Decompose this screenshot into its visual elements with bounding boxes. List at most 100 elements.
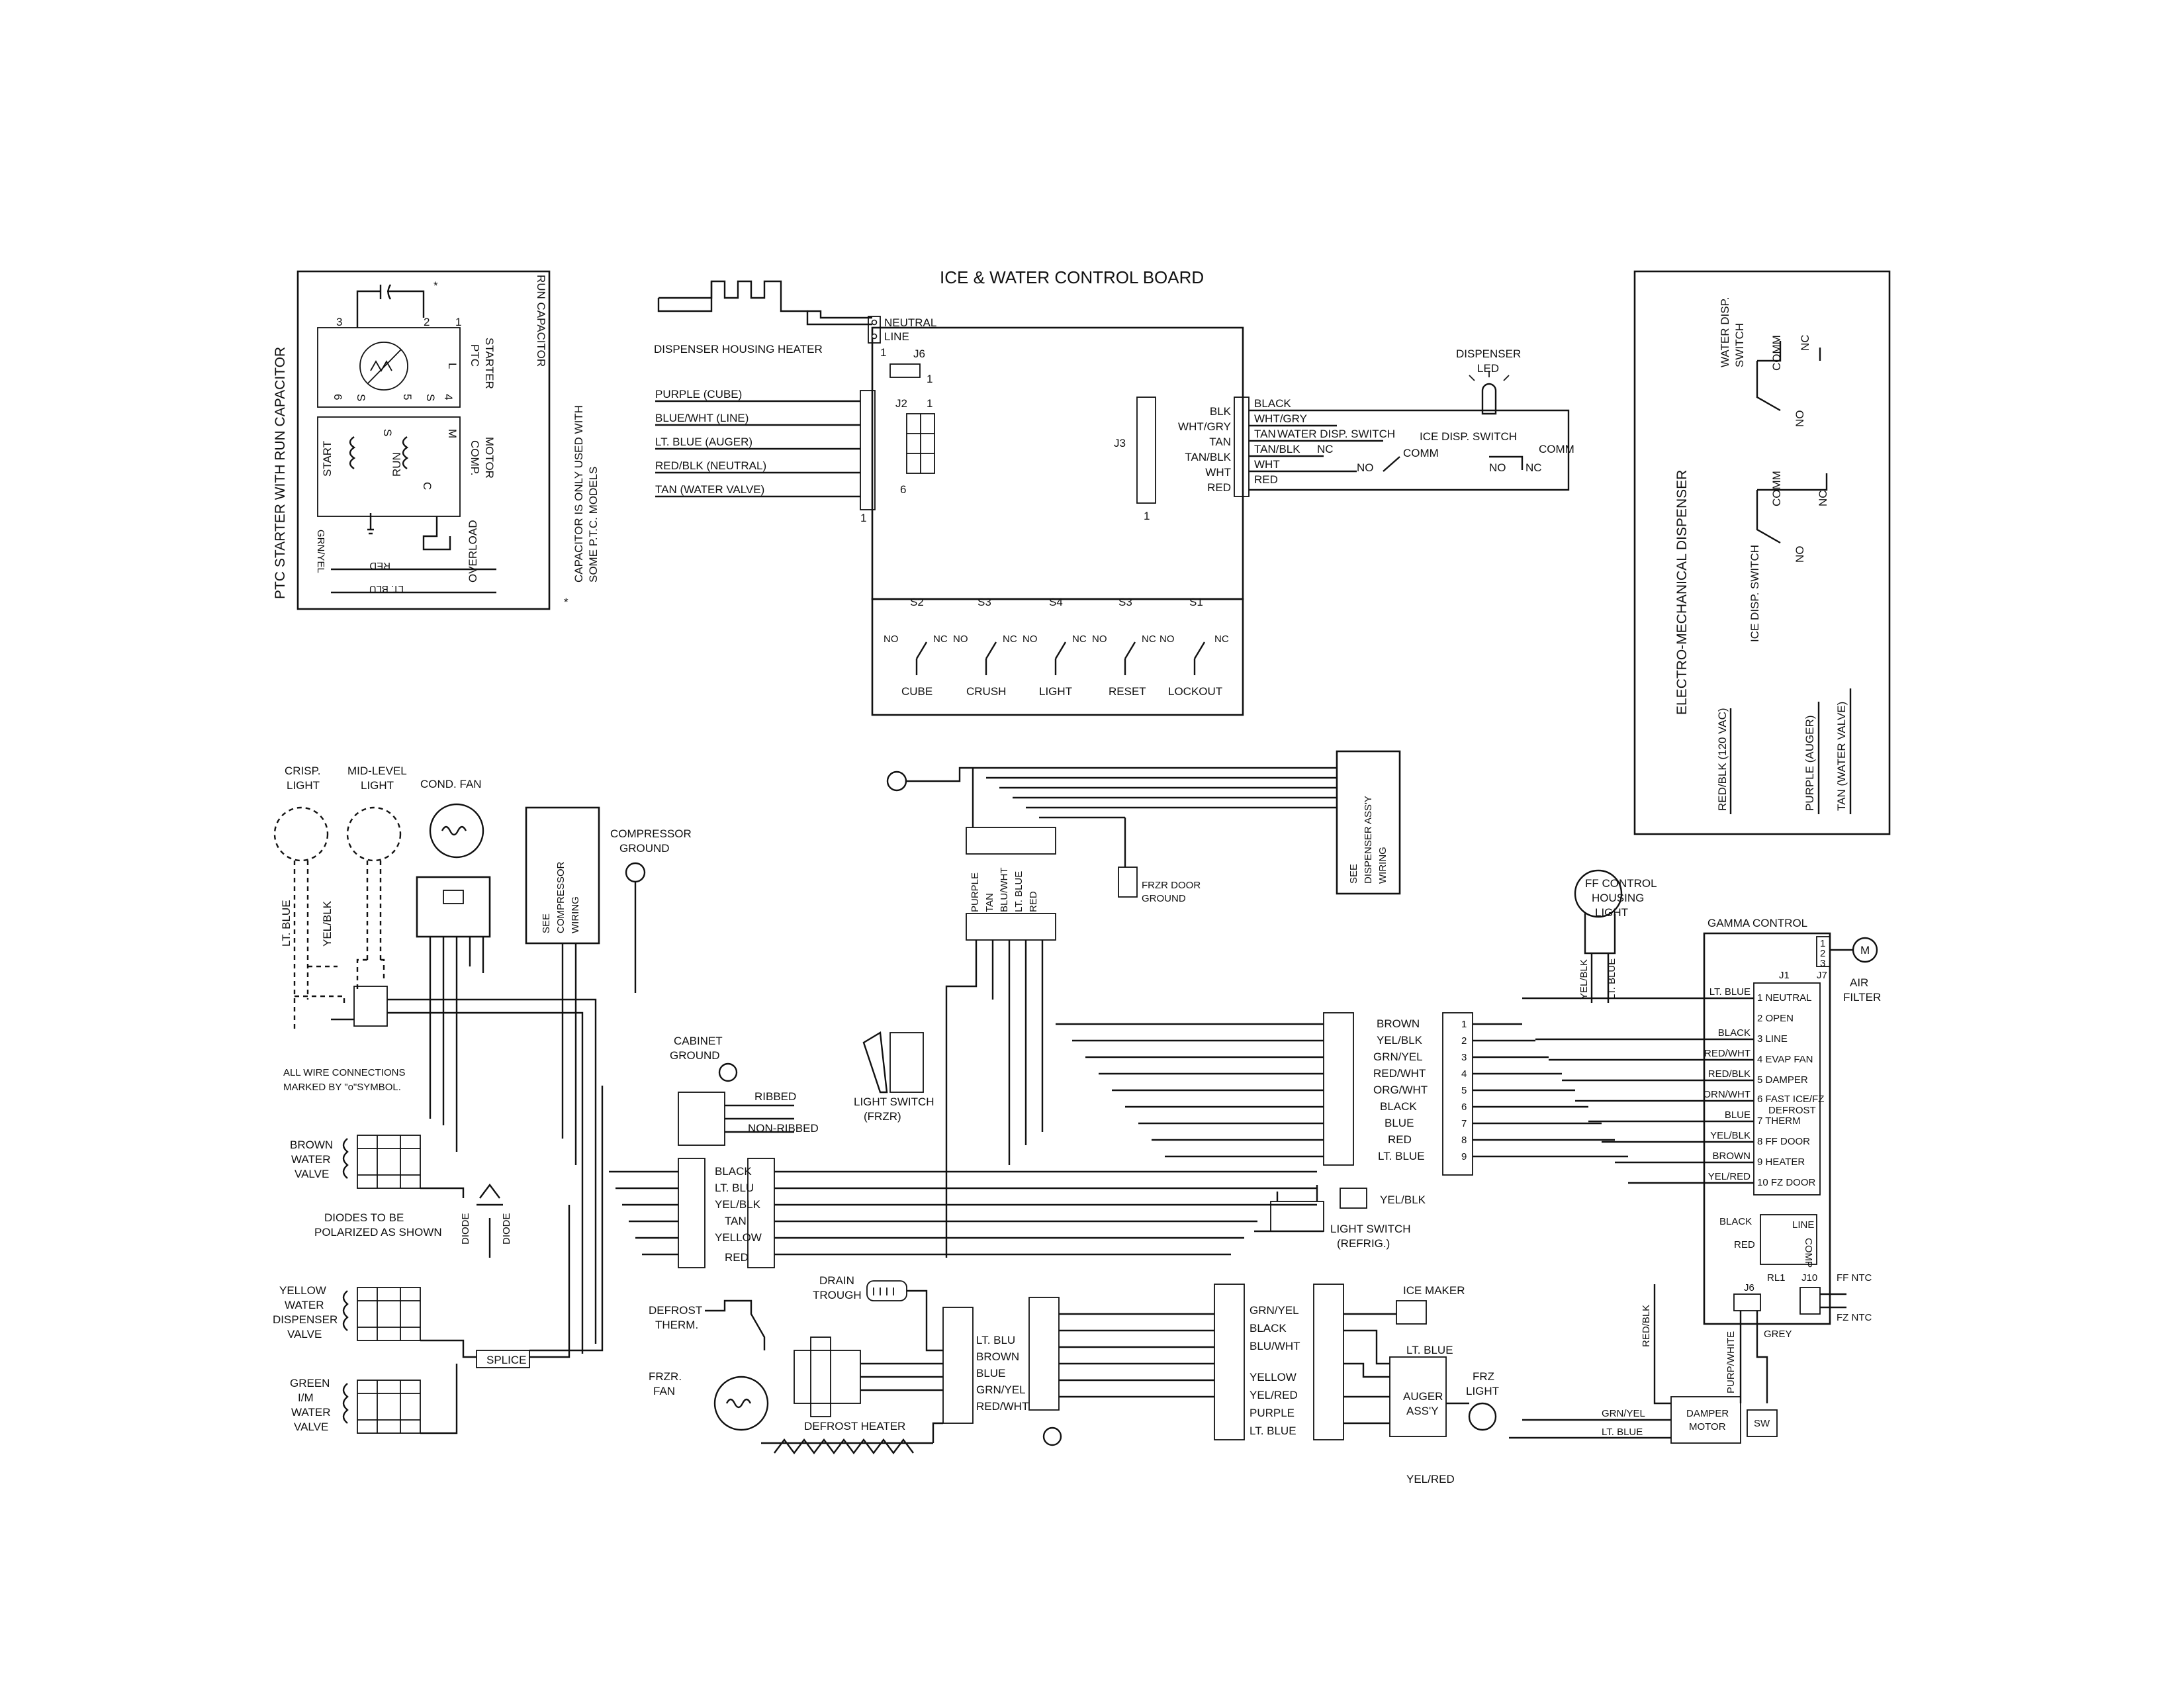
j3-outer: WHT/GRY [1254,412,1307,425]
run-winding-label: RUN [390,452,403,477]
dispenser-led-label-2: LED [1477,362,1499,375]
gamma-pin-7-top: DEFROST [1768,1105,1816,1116]
motor-m-label: M [1860,944,1870,957]
fan-wire: BROWN [976,1350,1019,1363]
lt-blue-im-label: LT. BLUE [1406,1344,1453,1356]
light-switch-refrig-label: LIGHT SWITCH [1330,1223,1411,1235]
cond-fan-label: COND. FAN [420,778,482,790]
water-disp-switch-label: WATER DISP. SWITCH [1277,428,1395,440]
center-wire: BLUE [1385,1117,1414,1129]
light-switch-refrig-label-2: (REFRIG.) [1337,1237,1390,1250]
j3-inner: RED [1207,481,1231,494]
gamma-pin: 5 DAMPER [1757,1074,1808,1086]
bus-wire: YEL/BLK [715,1198,761,1211]
ice-no: NO [1794,546,1806,563]
brown-valve-label: WATER [291,1153,331,1166]
green-valve-label: GREEN [290,1377,330,1389]
center-wire: LT. BLUE [1378,1150,1425,1162]
run-capacitor-label: RUN CAPACITOR [535,275,547,367]
gamma-pin: 4 EVAP FAN [1757,1054,1813,1065]
compressor-ground-label: COMPRESSOR [610,827,692,840]
crisp-light-label-2: LIGHT [287,779,320,792]
gamma-wire: RED/WHT [1704,1048,1751,1059]
see-compressor-wiring: COMPRESSOR [555,861,567,933]
lt-blue-label: LT. BLUE [280,900,293,947]
yellow-valve-label: VALVE [287,1328,322,1340]
ground-icon [718,1062,738,1082]
grn-yel-label: GRN/YEL [315,530,326,573]
pin-6: 6 [332,394,344,400]
pin-number: 9 [1461,1151,1467,1162]
air-filter-label-2: FILTER [1843,991,1881,1004]
center-wire: RED [1388,1133,1412,1146]
compressor-ground-label-2: GROUND [619,842,670,855]
ribbed-label: RIBBED [754,1090,796,1103]
brown-valve-label: VALVE [295,1168,329,1180]
switch-id: S4 [1049,596,1063,608]
gamma-wire: RED/BLK [1708,1068,1751,1080]
gamma-wire-colors: LT. BLUE BLACK RED/WHT RED/BLK ORN/WHT B… [1703,986,1751,1182]
fan-wire-labels: LT. BLU BROWN BLUE GRN/YEL RED/WHT [976,1334,1028,1413]
electro-mechanical-dispenser-panel: ELECTRO-MECHANICAL DISPENSER WATER DISP.… [1633,270,1891,835]
water-disp-switch-label: WATER DISP. [1719,297,1731,367]
note-asterisk: * [564,596,569,608]
crisp-light-label: CRISP. [285,765,321,777]
see-dispenser-wiring: DISPENSER ASS'Y [1363,796,1374,884]
frzr-fan-icon [713,1376,769,1431]
switch-id: S3 [1118,596,1132,608]
pin-c: C [421,482,433,490]
gamma-wire: BLUE [1725,1109,1751,1121]
center-wire: YEL/BLK [1377,1034,1423,1047]
iwcb-title: ICE & WATER CONTROL BOARD [940,267,1204,287]
j3-label: J3 [1114,437,1126,449]
pin-number: 4 [1461,1068,1467,1080]
pin-s-mid: S [424,394,437,401]
relay-black-label: BLACK [1719,1216,1752,1227]
j7-pin: 1 [1820,938,1825,949]
j3-inner: TAN [1209,436,1231,448]
gamma-grn-yel-label: GRN/YEL [1602,1408,1645,1419]
harness-color: RED [1028,891,1039,912]
j2-harness-pin-1: 1 [860,512,866,524]
capacitor-note-1: CAPACITOR IS ONLY USED WITH [572,405,585,583]
bus-wire: RED [725,1251,749,1264]
rl1-label: RL1 [1767,1272,1786,1284]
line-label: LINE [884,330,909,343]
see-dispenser-wiring: SEE [1348,864,1359,884]
switch-id: S1 [1189,596,1203,608]
gamma-wire: YEL/BLK [1710,1130,1751,1141]
see-compressor-wiring: WIRING [570,896,581,933]
frzr-door-ground-label: FRZR DOOR [1142,880,1201,891]
cond-fan-icon [429,803,484,859]
gamma-pins: 1 NEUTRAL 2 OPEN 3 LINE 4 EVAP FAN 5 DAM… [1757,992,1824,1188]
j3-outer: TAN/BLK [1254,443,1300,455]
start-winding-label: START [321,441,334,477]
pin-1: 1 [455,316,461,328]
lower-wire: PURPLE [1250,1407,1295,1419]
green-im-water-valve [342,1380,421,1434]
switch-name: CRUSH [966,685,1006,698]
defrost-therm-label-2: THERM. [655,1319,698,1331]
gamma-lt-blue-label: LT. BLUE [1602,1427,1643,1438]
relay-red-label: RED [1734,1239,1755,1250]
diode-label-2: DIODE [501,1213,512,1244]
yel-blk-lone-label: YEL/BLK [1380,1194,1426,1206]
water-switch-no: NO [1357,461,1374,474]
ice-comm: COMM [1770,471,1783,506]
frz-light-label-2: LIGHT [1466,1385,1499,1397]
diodes-note-2: POLARIZED AS SHOWN [314,1226,442,1239]
lower-wire: BLU/WHT [1250,1340,1300,1352]
see-dispenser-wiring: WIRING [1377,847,1388,884]
j2-wire-label: TAN (WATER VALVE) [655,483,764,496]
j10-label: J10 [1801,1272,1817,1284]
yel-blk-vertical-label: YEL/BLK [1578,959,1590,1000]
switch-id: S3 [978,596,991,608]
left-main-section: CRISP. LIGHT MID-LEVEL LIGHT LT. BLUE YE… [273,765,1317,1454]
j7-label: J7 [1817,970,1827,981]
lower-wire: YEL/RED [1250,1389,1298,1401]
j3-outer: TAN [1254,428,1276,440]
pin-l: L [446,363,459,369]
center-section: SEE DISPENSER ASS'Y WIRING FRZR DOOR GRO… [854,750,1628,1485]
capacitor-note-2: SOME P.T.C. MODELS [587,467,600,583]
pin-2: 2 [424,316,430,328]
